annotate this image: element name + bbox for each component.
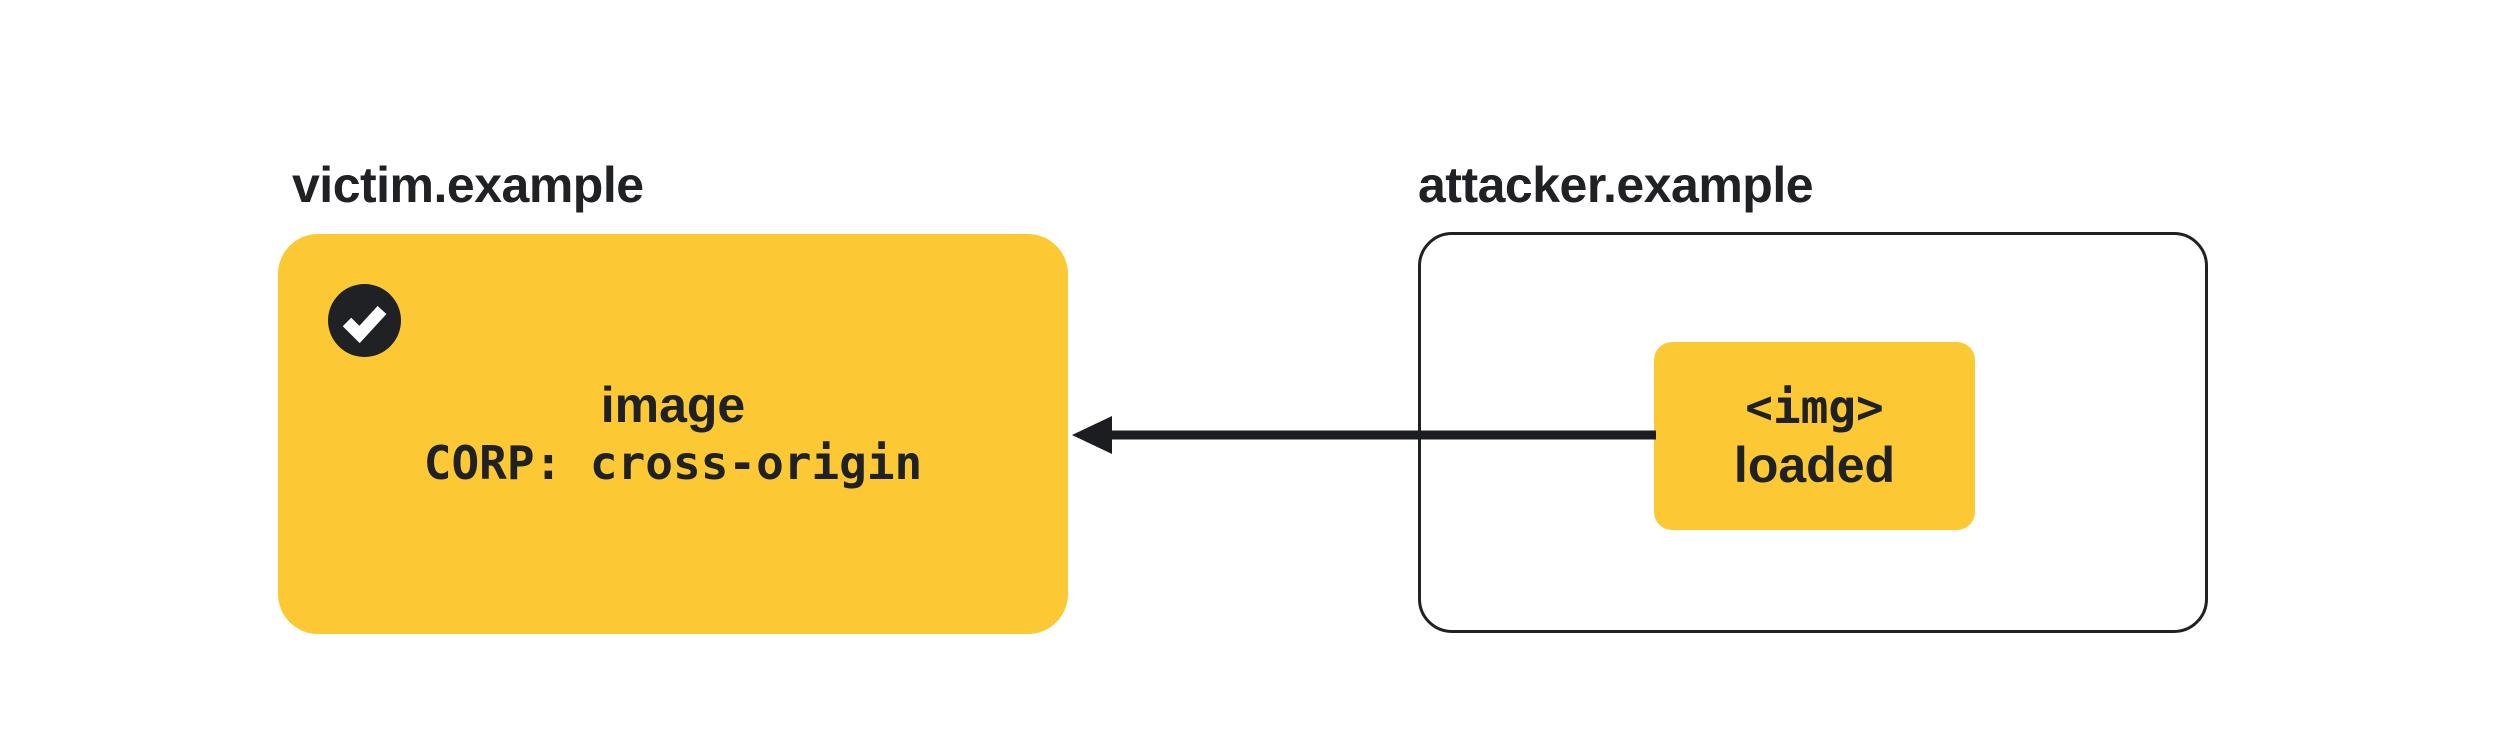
- check-icon: [328, 284, 401, 357]
- img-loaded-box: <img> loaded: [1654, 342, 1975, 530]
- attacker-page-box: <img> loaded: [1418, 232, 2208, 633]
- victim-resource-box: image CORP: cross-origin: [278, 234, 1068, 634]
- img-tag-code-label: <img>: [1745, 380, 1884, 434]
- victim-resource-type-label: image: [600, 377, 746, 433]
- request-arrowhead-icon: [1072, 416, 1112, 454]
- attacker-domain-label: attacker.example: [1418, 157, 1814, 213]
- img-loaded-label: loaded: [1733, 437, 1896, 493]
- victim-domain-label: victim.example: [292, 157, 644, 213]
- victim-corp-header-label: CORP: cross-origin: [423, 436, 923, 490]
- request-arrow: [1072, 416, 1656, 454]
